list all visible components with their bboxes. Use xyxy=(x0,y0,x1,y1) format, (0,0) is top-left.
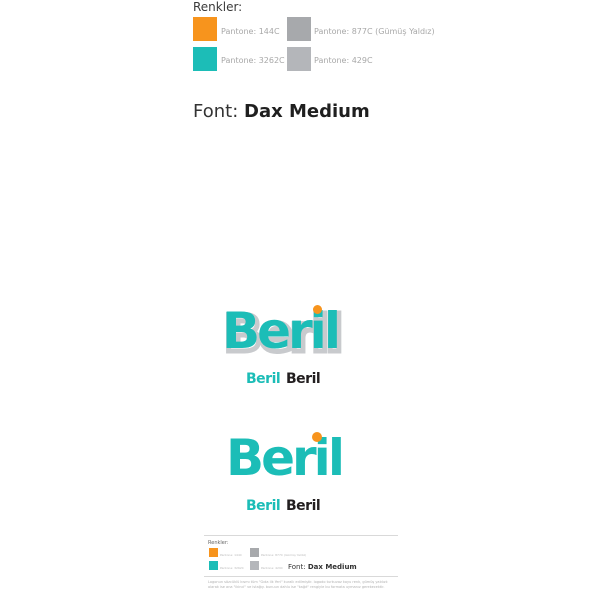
mini-swatch-turquoise xyxy=(209,561,218,570)
logo-outline-shadow: Beril xyxy=(222,305,346,363)
mini-swatch-grey-label: Pantone: 429C xyxy=(261,566,283,570)
swatch-grey xyxy=(287,47,311,71)
colors-title: Renkler: xyxy=(193,0,243,14)
divider-top xyxy=(204,535,398,536)
divider-bottom xyxy=(204,576,398,577)
mini-swatch-grey xyxy=(250,561,259,570)
logo-wordmark-flat: Beril xyxy=(226,429,345,487)
logo-wordmark: Beril xyxy=(222,302,341,360)
swatch-grey-label: Pantone: 429C xyxy=(314,56,373,65)
font-name: Dax Medium xyxy=(244,101,370,122)
logo-outlined: Beril Beril xyxy=(222,305,352,365)
swatch-turquoise-label: Pantone: 3262C xyxy=(221,56,285,65)
mini-swatch-turquoise-label: Pantone: 3262C xyxy=(220,566,244,570)
mini-swatch-silver-label: Pantone: 877C (Gümüş Yaldız) xyxy=(261,553,307,557)
mini-swatch-silver xyxy=(250,548,259,557)
logo-dot-flat xyxy=(312,432,322,442)
logo-dot xyxy=(313,305,322,314)
font-label: Font: xyxy=(193,101,239,122)
mini-font-label: Font: xyxy=(288,563,306,571)
mini-font-spec: Font: Dax Medium xyxy=(288,563,357,571)
swatch-silver xyxy=(287,17,311,41)
mini-colors-title: Renkler: xyxy=(208,540,229,546)
mini-swatch-orange xyxy=(209,548,218,557)
swatch-orange-label: Pantone: 144C xyxy=(221,27,280,36)
mini-font-name: Dax Medium xyxy=(307,563,357,571)
swatch-silver-label: Pantone: 877C (Gümüş Yaldız) xyxy=(314,27,435,36)
logo-small-dark-2: Beril xyxy=(286,498,321,514)
mini-swatch-orange-label: Pantone: 144C xyxy=(220,553,242,557)
swatch-turquoise xyxy=(193,47,217,71)
logo-small-turquoise: Beril xyxy=(246,371,281,387)
font-spec: Font: Dax Medium xyxy=(193,101,370,122)
swatch-orange xyxy=(193,17,217,41)
logo-flat: Beril xyxy=(226,431,346,491)
logo-small-dark: Beril xyxy=(286,371,321,387)
logo-small-turquoise-2: Beril xyxy=(246,498,281,514)
mini-note: Logonun sözcüklü kısmı tüm "Gıda ilk Yer… xyxy=(208,580,388,589)
